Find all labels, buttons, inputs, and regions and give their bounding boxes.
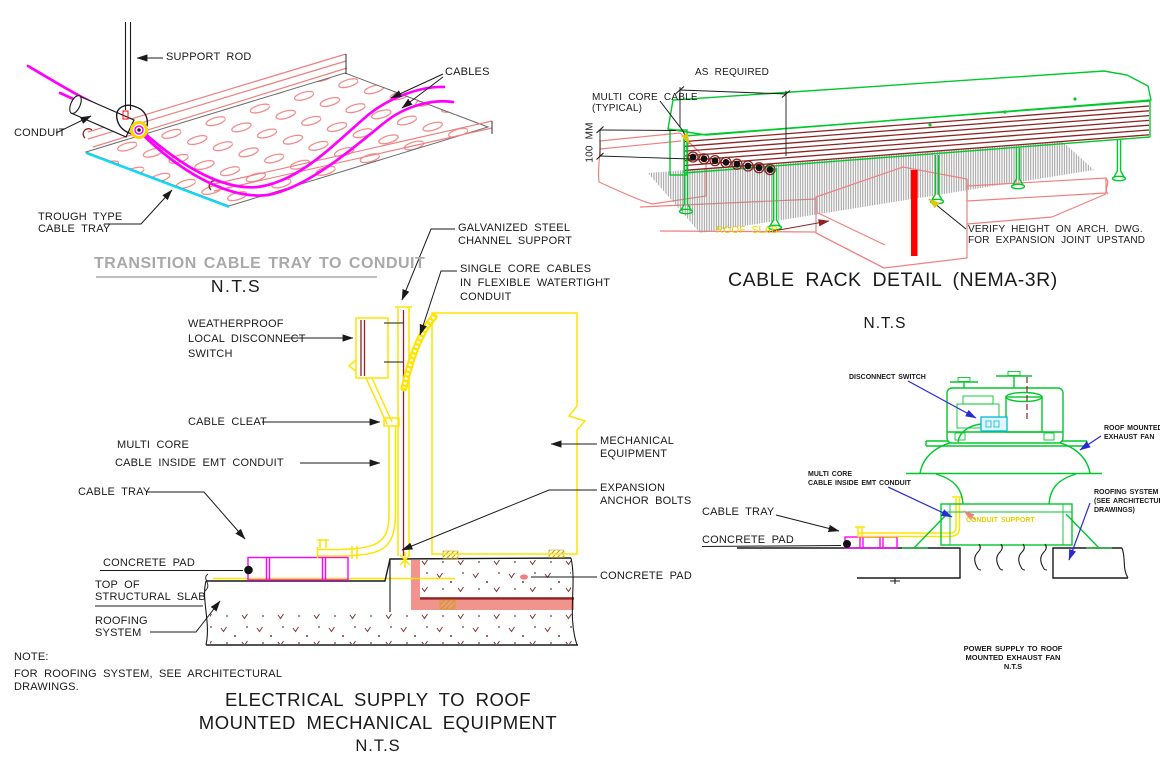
conduit-support-label: CONDUIT SUPPORT [966,517,1035,524]
slab-left [737,547,961,579]
cable-rack-drawing [596,70,1152,269]
roofing-system-label: SYSTEM [95,627,142,639]
concrete-pad [247,556,349,581]
weatherproof-label: WEATHERPROOF [188,318,284,330]
transition-cable-tray-drawing [26,22,493,278]
single-core-label: SINGLE CORE CABLES [460,263,592,275]
cable-cross-sections [687,151,776,176]
multi-core-label: CABLE INSIDE EMT CONDUIT [808,480,911,487]
single-core-label: CONDUIT [460,291,512,303]
exhaust-fan-drawing [701,371,1129,584]
anchor-bolt [399,552,411,568]
multi-core-cable-label: MULTI CORE CABLE [592,92,698,103]
cable-tray-label: CABLE TRAY [702,506,775,518]
multi-core-label: MULTI CORE [808,471,853,478]
drawing1-scale: N.T.S [210,276,262,296]
trough-type-label: TROUGH TYPE [38,211,123,223]
concrete-pad-right-label: CONCRETE PAD [600,570,692,582]
multi-core-label: MULTI CORE [117,439,190,451]
galvanized-label: CHANNEL SUPPORT [458,235,573,247]
expansion-anchor-label: EXPANSION [600,482,666,494]
weatherproof-label: LOCAL DISCONNECT [188,333,306,345]
drawing4-scale: N.T.S [1003,662,1023,671]
electrical-supply-drawing [95,228,597,646]
roof-mounted-fan-label: ROOF MOUNTED [1104,425,1160,432]
structural-slab-fill [210,613,574,644]
cable-tray-label: CABLE TRAY [78,486,151,498]
note-text: FOR ROOFING SYSTEM, SEE ARCHITECTURAL [14,668,283,680]
cable-cleat [383,417,400,427]
mechanical-equipment-label: EQUIPMENT [600,448,668,460]
weatherproof-label: SWITCH [188,348,233,360]
drawing3-title: MOUNTED MECHANICAL EQUIPMENT [198,712,558,733]
note-text: DRAWINGS. [14,681,79,693]
roofing-system-label: (SEE ARCHITECTURAL [1094,498,1160,505]
multi-core-label: CABLE INSIDE EMT CONDUIT [115,457,284,469]
trough-type-label: CABLE TRAY [38,223,111,235]
dimensions [596,86,791,160]
drawing1-title: TRANSITION CABLE TRAY TO CONDUIT [94,255,426,272]
conduit-label: CONDUIT [14,127,66,139]
drawing2-title: CABLE RACK DETAIL (NEMA-3R) [728,269,1058,291]
drawing3-title: ELECTRICAL SUPPLY TO ROOF [224,689,532,710]
verify-height-label: FOR EXPANSION JOINT UPSTAND [968,235,1146,246]
drawing4-title: MOUNTED EXHAUST FAN [965,653,1061,662]
roof-slab-right [966,177,1107,202]
expansion-anchor-label: ANCHOR BOLTS [600,495,692,507]
roofing-system-label: ROOFING [95,615,148,627]
drawing2-scale: N.T.S [863,315,907,332]
top-of-slab-label: TOP OF [95,579,140,591]
cables-label: CABLES [445,66,490,78]
galvanized-label: GALVANIZED STEEL [458,222,571,234]
roofing-system-label: ROOFING SYSTEM [1094,489,1159,496]
tray-bottom-edge [85,151,230,209]
roofing-system-label: DRAWINGS) [1094,507,1135,514]
note-heading: NOTE: [14,651,49,663]
slab-outline [206,557,572,582]
concrete-pad-label: CONCRETE PAD [702,534,794,546]
height-dim-label: 100 MM [584,122,596,163]
multi-core-cable-label: (TYPICAL) [592,103,643,114]
single-core-label: IN FLEXIBLE WATERTIGHT [460,277,611,289]
roof-mounted-fan-label: EXHAUST FAN [1104,434,1155,441]
disconnect-switch-label: DISCONNECT SWITCH [849,374,926,381]
drawing3-scale: N.T.S [355,737,401,755]
emt-conduit [329,426,390,551]
top-of-slab-label: STRUCTURAL SLAB [95,591,206,603]
as-required-dim-label: AS REQUIRED [694,67,770,78]
roof-mounted-exhaust-fan [902,371,1112,549]
concrete-pad [844,536,898,549]
mechanical-equipment [431,312,578,555]
dampers [974,543,1048,571]
drawing4-title: POWER SUPPLY TO ROOF [963,644,1063,653]
support-rod-label: SUPPORT ROD [166,51,252,63]
concrete-pad-label: CONCRETE PAD [103,557,195,569]
verify-height-label: VERIFY HEIGHT ON ARCH. DWG. [968,224,1143,235]
roof-slab-label: ROOF SLAB [716,225,779,236]
slab-right [1052,547,1128,579]
expansion-joint [911,170,918,256]
cable-cleat-label: CABLE CLEAT [188,416,267,428]
mechanical-equipment-label: MECHANICAL [600,435,675,447]
shadow-hatch [648,141,1094,233]
